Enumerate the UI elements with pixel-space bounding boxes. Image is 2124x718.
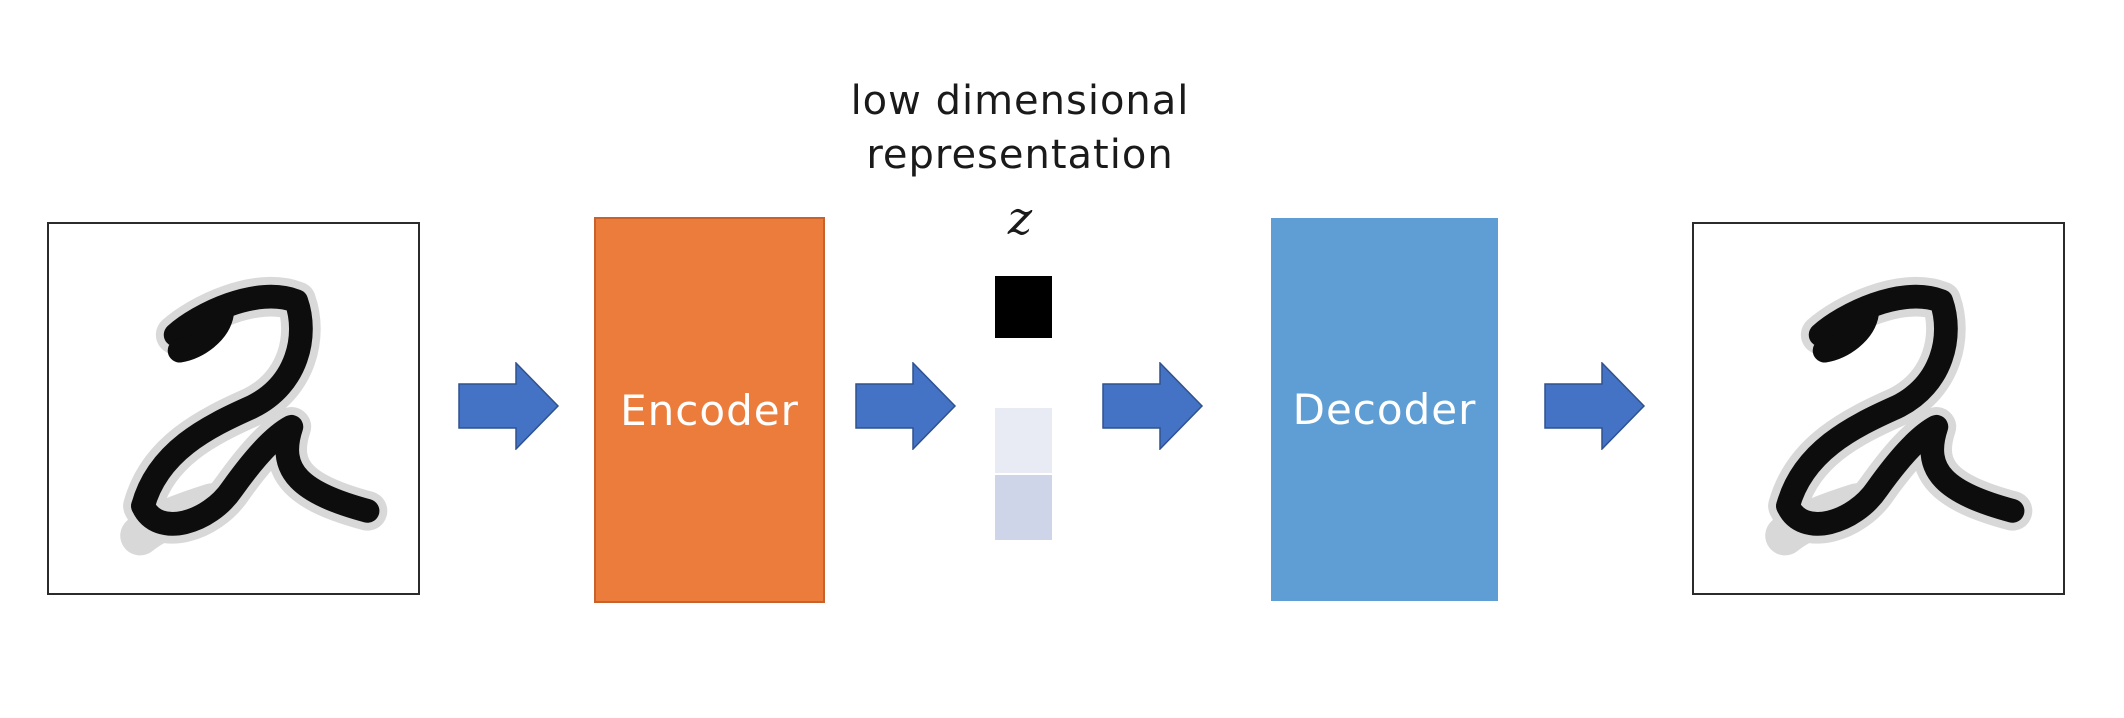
latent-title-line-1: low dimensional [850,78,1190,124]
right-arrow-icon [458,362,560,450]
latent-cell-3 [995,408,1052,473]
decoder-block: Decoder [1271,218,1498,601]
latent-symbol: z [1007,191,1033,245]
output-image [1692,222,2065,595]
arrow-latent-to-decoder [1102,362,1204,450]
right-arrow-icon [1544,362,1646,450]
arrow-encoder-to-latent [855,362,957,450]
arrow-decoder-to-output [1544,362,1646,450]
latent-cell-1 [995,276,1052,338]
latent-title-line-2: representation [866,132,1174,178]
right-arrow-icon [855,362,957,450]
latent-cell-4 [995,475,1052,540]
encoder-label: Encoder [620,385,799,435]
handwritten-digit-2-input [120,277,388,556]
handwritten-digit-2-output [1765,277,2033,556]
encoder-block: Encoder [594,217,825,603]
input-image [47,222,420,595]
right-arrow-icon [1102,362,1204,450]
latent-cell-2 [995,338,1052,408]
arrow-input-to-encoder [458,362,560,450]
latent-title: low dimensional representation [820,74,1220,182]
decoder-label: Decoder [1292,385,1477,434]
